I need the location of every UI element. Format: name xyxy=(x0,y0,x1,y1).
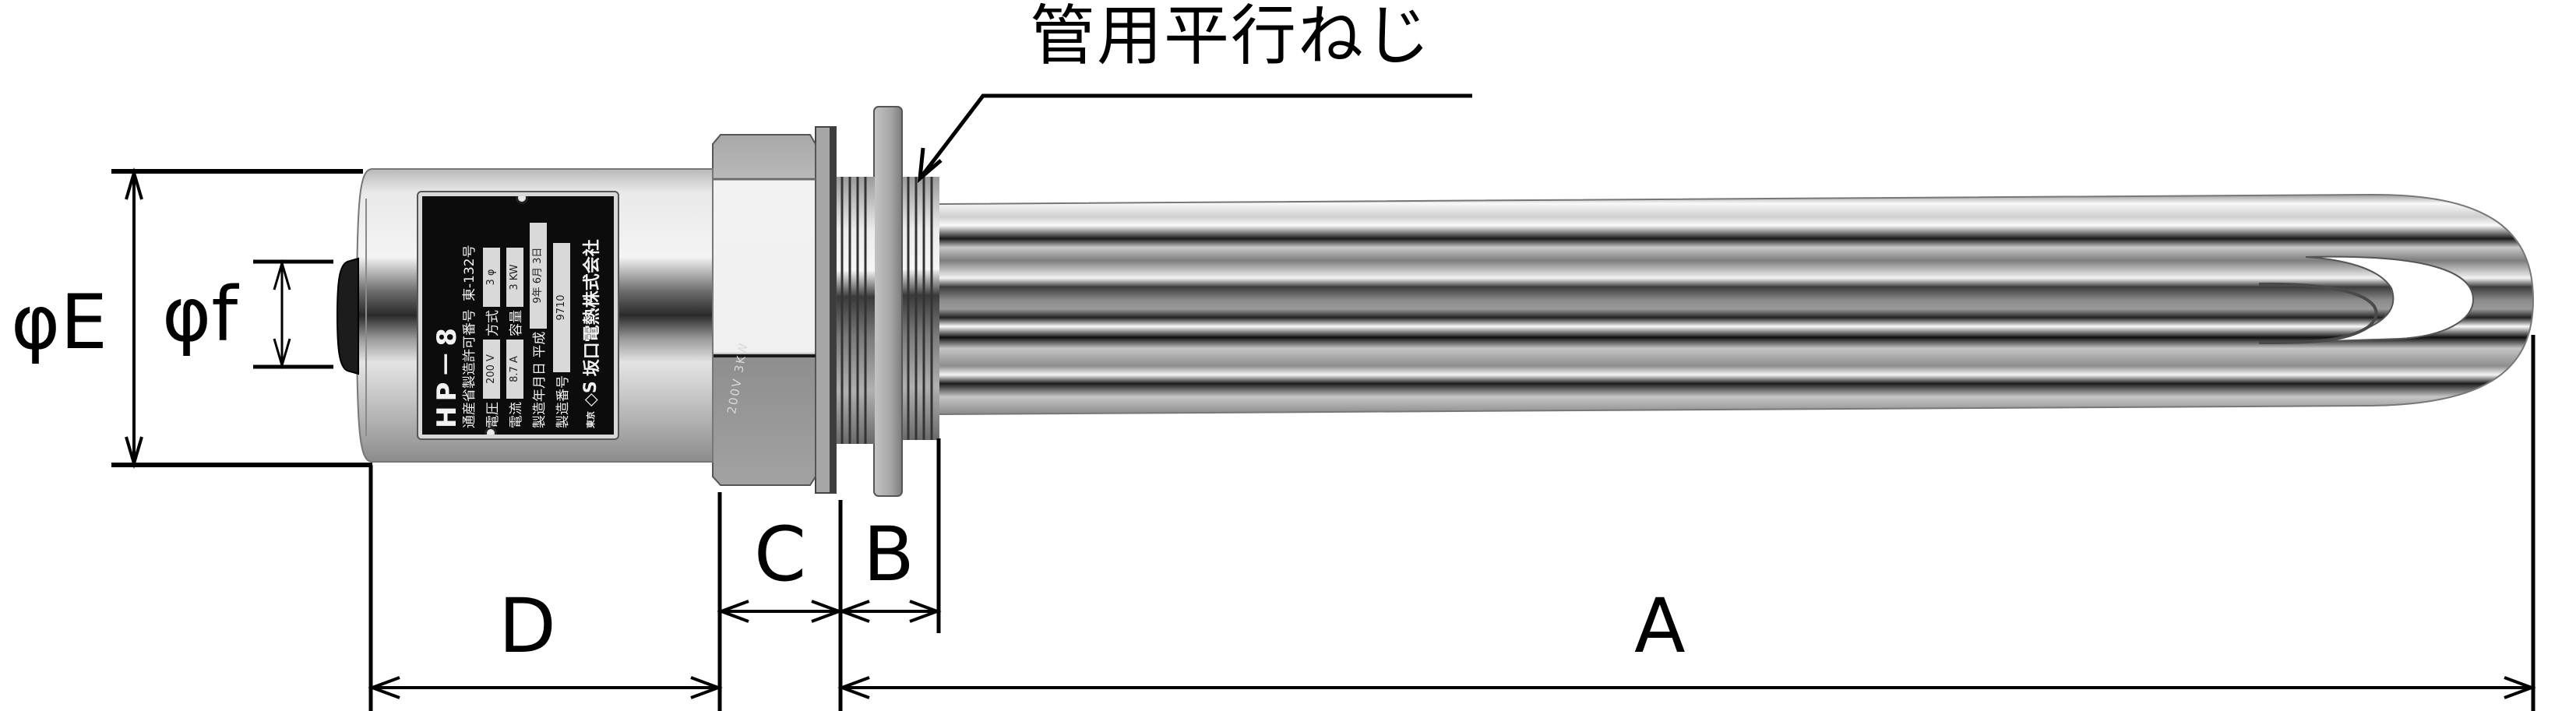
nameplate: HP－8 通産省製造許可番号 東-132号 電圧 200 V 方式 3 φ 電流… xyxy=(418,192,618,438)
rivet-bottom xyxy=(485,427,497,435)
end-cap-knob xyxy=(336,257,359,375)
dimension-label-E: φE xyxy=(11,279,107,366)
hex-nut xyxy=(712,134,816,486)
dimension-label-B: B xyxy=(863,511,914,598)
dimension-label-f: φf xyxy=(162,271,238,358)
callout-pipe-thread-label: 管用平行ねじ xyxy=(1030,0,1432,74)
rivet-top xyxy=(516,196,528,204)
heater-element-tubes xyxy=(938,193,2535,416)
dimension-label-D: D xyxy=(499,583,556,670)
pipe-thread-rear xyxy=(902,177,939,440)
dimension-label-A: A xyxy=(1634,583,1686,670)
dimension-label-C: C xyxy=(754,511,807,598)
pipe-thread-front xyxy=(836,177,875,444)
